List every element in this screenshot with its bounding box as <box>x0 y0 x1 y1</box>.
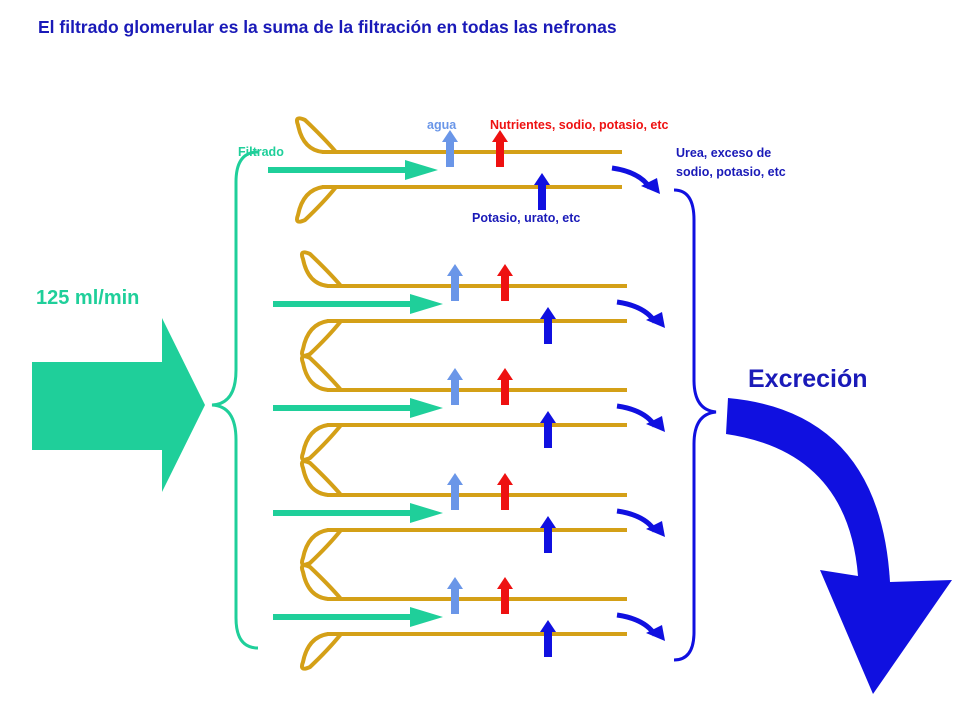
excretion-curve-arrow-head <box>646 625 665 641</box>
nephron-group <box>268 116 665 671</box>
nutrient-reabsorption-arrow <box>497 368 513 405</box>
bowman-capsule-bottom <box>299 632 343 671</box>
water-reabsorption-arrow <box>447 473 463 510</box>
bowman-capsule-top <box>299 250 343 288</box>
water-reabsorption-arrow <box>447 264 463 301</box>
filtrate-arrow-head <box>410 607 443 627</box>
bowman-capsule-bottom <box>299 528 343 567</box>
water-label: agua <box>427 118 457 132</box>
excretion-curve-arrow-head <box>646 312 665 328</box>
secretion-arrow <box>540 620 556 657</box>
bowman-capsule-bottom <box>299 319 343 358</box>
water-reabsorption-arrow <box>447 577 463 614</box>
excretion-curve-arrow-head <box>646 416 665 432</box>
bowman-capsule-top <box>294 116 338 154</box>
page-title: El filtrado glomerular es la suma de la … <box>38 17 617 37</box>
secretion-arrow <box>540 411 556 448</box>
potassium-label: Potasio, urato, etc <box>472 211 581 225</box>
nutrient-reabsorption-arrow <box>497 577 513 614</box>
excretion-curve-arrow-head <box>641 178 660 194</box>
right-brace <box>673 188 717 662</box>
urea-label: Urea, exceso de sodio, potasio, etc <box>676 146 786 179</box>
bowman-capsule-bottom <box>299 423 343 462</box>
filtrate-arrow-head <box>410 503 443 523</box>
excretion-curve-arrow-head <box>646 521 665 537</box>
nutrient-reabsorption-arrow <box>497 264 513 301</box>
filtration-rate-label: 125 ml/min <box>36 287 140 309</box>
bowman-capsule-bottom <box>294 185 338 224</box>
secretion-arrow <box>540 516 556 553</box>
filtrate-arrow-head <box>410 294 443 314</box>
input-flow-arrow <box>32 318 205 492</box>
bowman-capsule-top <box>299 459 343 497</box>
bowman-capsule-top <box>299 354 343 392</box>
bowman-capsule-top <box>299 563 343 601</box>
nutrients-label: Nutrientes, sodio, potasio, etc <box>490 118 669 132</box>
left-brace <box>211 150 259 650</box>
water-reabsorption-arrow <box>447 368 463 405</box>
nutrient-reabsorption-arrow <box>492 130 508 167</box>
secretion-arrow <box>534 173 550 210</box>
excretion-arrow <box>726 398 952 694</box>
filtrate-arrow-head <box>410 398 443 418</box>
water-reabsorption-arrow <box>442 130 458 167</box>
filtrate-arrow-head <box>405 160 438 180</box>
nutrient-reabsorption-arrow <box>497 473 513 510</box>
excretion-label: Excreción <box>748 365 868 393</box>
filtrate-label: Filtrado <box>238 145 284 159</box>
secretion-arrow <box>540 307 556 344</box>
